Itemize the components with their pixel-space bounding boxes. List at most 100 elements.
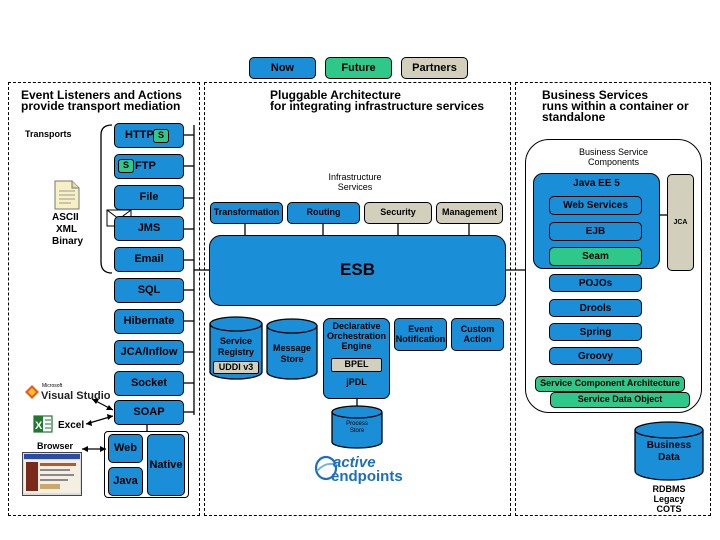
components-label-2: Components	[587, 157, 640, 167]
panel-middle-subtitle: for integrating infrastructure services	[270, 99, 485, 113]
panel-event-listeners	[8, 82, 200, 516]
jca-inflow-label: JCA/Inflow	[120, 346, 178, 359]
format-xml: XML	[56, 224, 78, 235]
infrastructure-label-2: Services	[337, 182, 373, 192]
business-data-label-2: Data	[658, 452, 680, 463]
custom-action[interactable]: Custom Action	[451, 318, 504, 351]
message-store[interactable]: Message Store	[266, 318, 318, 380]
uddi-v3: UDDI v3	[213, 361, 259, 374]
message-store-cylinder-shape	[266, 318, 318, 380]
email-label: Email	[134, 253, 164, 266]
transformation-label: Transformation	[213, 207, 280, 218]
rdbms-label: RDBMS	[652, 484, 686, 494]
hibernate-label: Hibernate	[123, 315, 175, 328]
java-ee-label: Java EE 5	[573, 178, 620, 189]
legend-future: Future	[325, 57, 392, 79]
ejb-label: EJB	[585, 226, 606, 237]
browser-icon	[22, 452, 82, 496]
uddi-label: UDDI v3	[218, 361, 254, 372]
service-transformation[interactable]: Transformation	[210, 202, 283, 224]
legend-now-label: Now	[270, 61, 295, 74]
groovy[interactable]: Groovy	[549, 347, 642, 365]
transport-socket[interactable]: Socket	[114, 371, 184, 396]
client-web[interactable]: Web	[108, 434, 143, 463]
legend-future-label: Future	[341, 61, 376, 74]
panel-middle-title: Pluggable Architecture	[270, 88, 401, 102]
sca-label: Service Component Architecture	[540, 378, 680, 389]
legend-partners-label: Partners	[412, 61, 457, 74]
ejb[interactable]: EJB	[549, 222, 642, 241]
https-s-label: S	[157, 130, 164, 141]
ftp-label: FTP	[135, 160, 156, 173]
jca-connector[interactable]: JCA	[667, 174, 694, 271]
transport-sql[interactable]: SQL	[114, 278, 184, 303]
native-label: Native	[149, 458, 183, 471]
process-store-label-1: Process	[346, 421, 368, 427]
jpdl-label: jPDL	[346, 377, 367, 387]
service-security[interactable]: Security	[364, 202, 432, 224]
service-management[interactable]: Management	[436, 202, 503, 224]
sftp-secure-badge: S	[118, 159, 134, 173]
orchestration-label-1: Declarative	[332, 321, 381, 331]
java-client-label: Java	[113, 475, 138, 488]
event-notification[interactable]: Event Notification	[394, 318, 447, 351]
panel-pluggable-architecture	[204, 82, 511, 516]
visual-studio-small-label: Microsoft	[42, 383, 63, 389]
sftp-s-label: S	[122, 160, 129, 171]
transport-file[interactable]: File	[114, 185, 184, 210]
file-label: File	[139, 191, 159, 204]
jms-label: JMS	[137, 222, 161, 235]
service-component-architecture[interactable]: Service Component Architecture	[535, 376, 685, 392]
orchestration-label-2: Orchestration	[326, 331, 386, 341]
message-store-label-1: Message	[272, 343, 312, 353]
document-icon	[54, 180, 80, 210]
drools[interactable]: Drools	[549, 299, 642, 317]
transport-email[interactable]: Email	[114, 247, 184, 272]
infrastructure-label-1: Infrastructure	[328, 172, 382, 182]
panel-left-subtitle: provide transport mediation	[21, 99, 181, 113]
legend-partners: Partners	[401, 57, 468, 79]
transport-jms[interactable]: JMS	[114, 216, 184, 241]
transport-jca-inflow[interactable]: JCA/Inflow	[114, 340, 184, 365]
client-java[interactable]: Java	[108, 467, 143, 496]
business-data[interactable]: Business Data	[634, 421, 704, 481]
transport-http[interactable]: HTTP	[114, 123, 184, 148]
esb-label: ESB	[340, 260, 375, 280]
process-store[interactable]: Process Store	[331, 405, 383, 449]
seam[interactable]: Seam	[549, 247, 642, 266]
soap-label: SOAP	[133, 406, 165, 419]
service-data-object[interactable]: Service Data Object	[550, 392, 690, 408]
pojos[interactable]: POJOs	[549, 274, 642, 292]
orchestration-label-3: Engine	[341, 341, 372, 351]
panel-left-title: Event Listeners and Actions	[21, 88, 182, 102]
panel-right-subtitle-2: standalone	[542, 110, 606, 124]
service-registry-label-1: Service	[219, 336, 253, 346]
service-routing[interactable]: Routing	[287, 202, 360, 224]
transport-hibernate[interactable]: Hibernate	[114, 309, 184, 334]
excel-icon: X	[33, 415, 53, 433]
business-data-cylinder-shape	[634, 421, 704, 481]
legend-now: Now	[249, 57, 316, 79]
event-notification-label-1: Event	[408, 323, 433, 334]
web-services-label: Web Services	[563, 200, 628, 211]
web-services[interactable]: Web Services	[549, 196, 642, 215]
pojos-label: POJOs	[578, 277, 613, 289]
process-store-label-2: Store	[349, 428, 365, 434]
business-data-label-1: Business	[646, 440, 692, 451]
socket-label: Socket	[130, 377, 168, 390]
web-label: Web	[113, 442, 138, 455]
jca-label: JCA	[673, 218, 688, 226]
custom-action-label-2: Action	[463, 333, 492, 344]
spring[interactable]: Spring	[549, 323, 642, 341]
client-native[interactable]: Native	[147, 434, 185, 496]
business-service-components-container	[525, 139, 702, 413]
transport-soap[interactable]: SOAP	[114, 400, 184, 425]
bpel-engine: BPEL	[331, 358, 382, 372]
esb-bus[interactable]: ESB	[209, 235, 506, 306]
management-label: Management	[441, 207, 497, 218]
sdo-label: Service Data Object	[577, 394, 663, 405]
security-label: Security	[380, 207, 416, 218]
sql-label: SQL	[137, 284, 161, 297]
cots-label: COTS	[656, 504, 682, 514]
